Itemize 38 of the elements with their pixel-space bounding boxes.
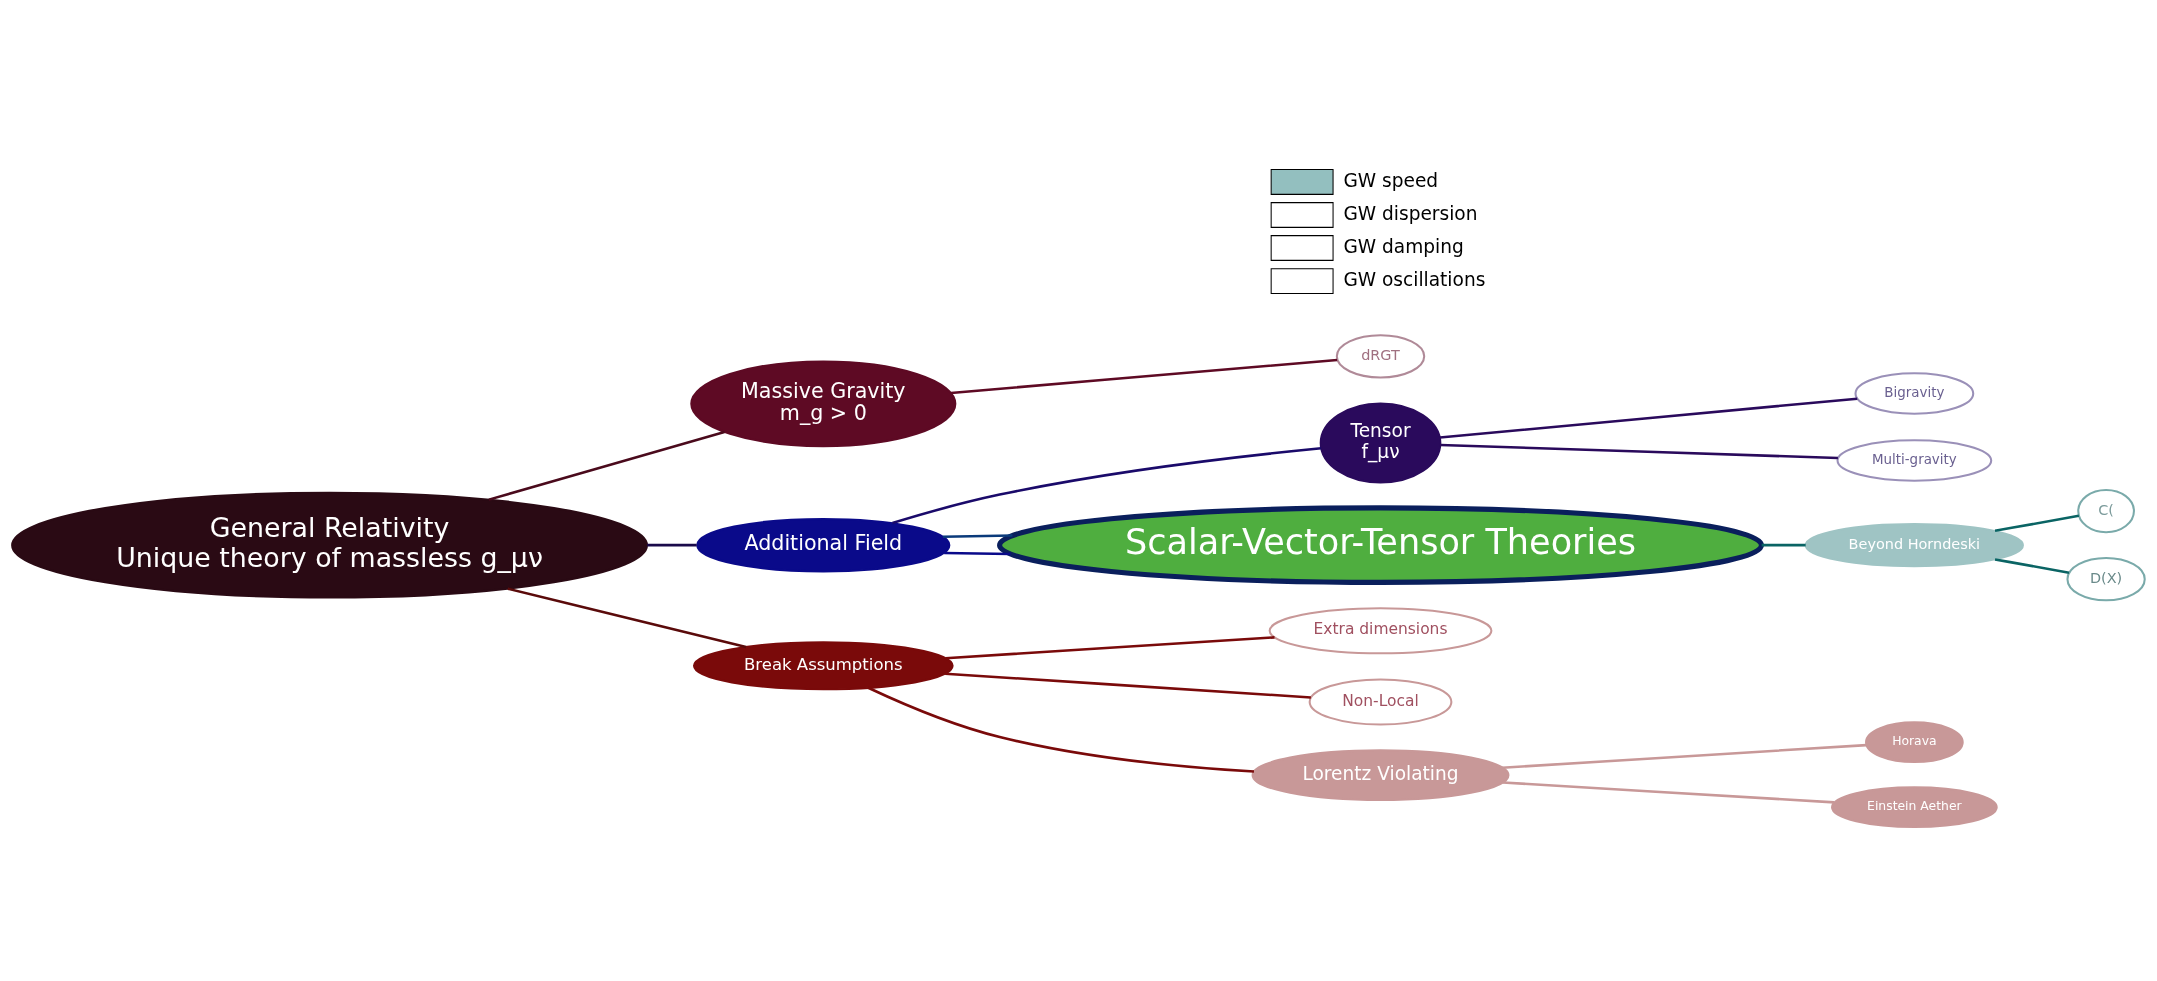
connector bbox=[488, 430, 725, 501]
node-ellipse: C( bbox=[2077, 488, 2135, 534]
legend-label: GW dispersion bbox=[1343, 202, 1478, 224]
node-ellipse: Break Assumptions bbox=[693, 641, 954, 691]
connector bbox=[1994, 514, 2080, 533]
connector bbox=[1502, 781, 1835, 804]
connector bbox=[867, 686, 1255, 773]
node-ellipse: Tensor f_μν bbox=[1319, 402, 1442, 484]
node-ellipse: D(X) bbox=[2066, 557, 2146, 602]
connector bbox=[945, 636, 1275, 660]
node-ellipse: Scalar-Vector-Tensor Theories bbox=[997, 505, 1764, 585]
node-ellipse: Lorentz Violating bbox=[1251, 749, 1510, 802]
connector bbox=[945, 672, 1311, 699]
node-ellipse: Einstein Aether bbox=[1831, 786, 1998, 828]
connector bbox=[1502, 743, 1867, 769]
connector bbox=[1439, 397, 1858, 439]
node-ellipse: Additional Field bbox=[696, 517, 951, 573]
node-ellipse: Non-Local bbox=[1308, 678, 1453, 726]
node-ellipse: Bigravity bbox=[1854, 372, 1975, 415]
connector bbox=[1440, 443, 1838, 460]
node-ellipse: Massive Gravity m_g > 0 bbox=[690, 360, 957, 448]
connector bbox=[892, 446, 1322, 525]
connector bbox=[507, 587, 747, 649]
legend-label: GW oscillations bbox=[1343, 268, 1486, 290]
connector bbox=[950, 358, 1338, 395]
legend-label: GW damping bbox=[1343, 235, 1464, 257]
connector bbox=[944, 551, 1011, 556]
connector bbox=[1761, 543, 1806, 547]
node-ellipse: dRGT bbox=[1335, 334, 1426, 379]
node-ellipse: General Relativity Unique theory of massless g_μν bbox=[11, 491, 649, 599]
node-ellipse: Beyond Horndeski bbox=[1804, 522, 2024, 568]
connector bbox=[943, 534, 1013, 538]
node-ellipse: Horava bbox=[1865, 721, 1964, 763]
legend-label: GW speed bbox=[1343, 169, 1439, 191]
connector bbox=[1994, 558, 2070, 574]
node-ellipse: Extra dimensions bbox=[1268, 607, 1493, 655]
node-ellipse: Multi-gravity bbox=[1836, 439, 1993, 482]
connector bbox=[647, 543, 697, 547]
